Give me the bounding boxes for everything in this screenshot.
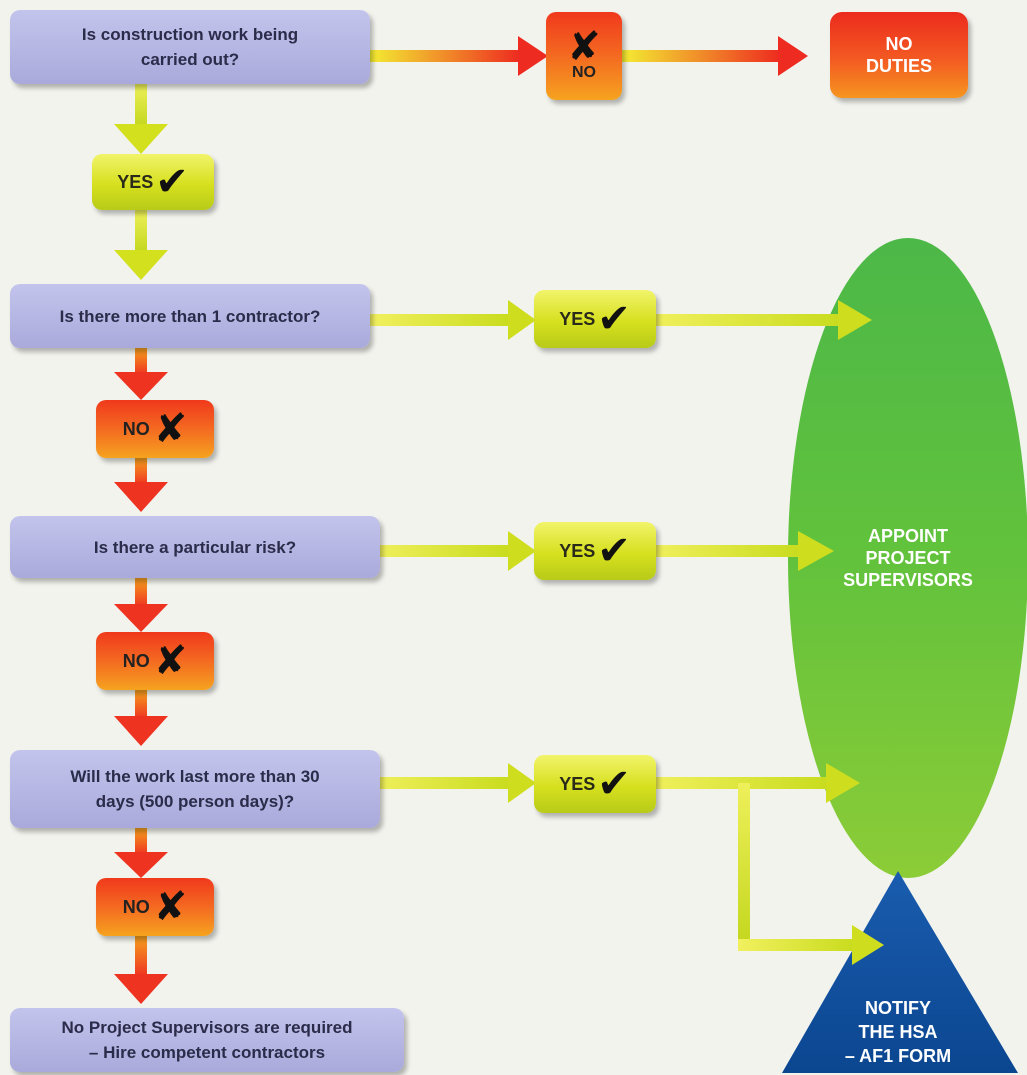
cross-mark-icon: ✘ — [153, 407, 188, 451]
cross-mark-icon: ✘ — [153, 639, 188, 683]
arrow-q1-no — [370, 36, 548, 76]
answer-no-q2: NO ✘ — [96, 400, 214, 458]
no-label: NO — [572, 64, 596, 81]
arrow-q3-no-down — [114, 578, 168, 632]
cross-mark-icon: ✘ — [567, 25, 601, 69]
answer-no-q1: ✘ NO — [546, 12, 622, 100]
check-mark-icon: ✔ — [155, 160, 189, 204]
arrow-q3-yes — [370, 531, 536, 571]
question-particular-risk: Is there a particular risk? — [10, 516, 380, 578]
answer-yes-q1: YES ✔ — [92, 154, 214, 210]
check-mark-icon: ✔ — [597, 529, 631, 573]
answer-yes-q4: YES ✔ — [534, 755, 656, 813]
arrow-no-duties — [622, 36, 808, 76]
arrow-q2-yes — [370, 300, 536, 340]
no-label: NO — [122, 650, 150, 671]
yes-label: YES — [559, 308, 596, 329]
check-mark-icon: ✔ — [597, 297, 631, 341]
answer-no-q3: NO ✘ — [96, 632, 214, 690]
question-construction-work: Is construction work being carried out? — [10, 10, 370, 84]
no-label: NO — [122, 418, 150, 439]
answer-yes-q2: YES ✔ — [534, 290, 656, 348]
question-more-than-one-contractor: Is there more than 1 contractor? — [10, 284, 370, 348]
yes-label: YES — [559, 773, 596, 794]
yes-label: YES — [559, 540, 596, 561]
outcome-notify-hsa: NOTIFY THE HSA – AF1 FORM — [844, 998, 952, 1066]
yes-label: YES — [117, 171, 154, 192]
final-no-project-supervisors: No Project Supervisors are required – Hi… — [10, 1008, 404, 1072]
notify-triangle — [782, 871, 1018, 1073]
arrow-no-final-down — [114, 936, 168, 1004]
arrow-yes-q2-down — [114, 210, 168, 280]
arrow-q2-appoint — [650, 300, 872, 340]
answer-no-q4: NO ✘ — [96, 878, 214, 936]
arrow-q1-yes-down — [114, 84, 168, 154]
arrow-q2-no-down — [114, 348, 168, 400]
arrow-q4-appoint — [650, 763, 860, 803]
check-mark-icon: ✔ — [597, 762, 631, 806]
answer-yes-q3: YES ✔ — [534, 522, 656, 580]
arrow-q4-notify — [738, 783, 884, 965]
arrow-q3-appoint — [650, 531, 834, 571]
outcome-no-duties: NO DUTIES — [830, 12, 968, 98]
appoint-ellipse — [788, 238, 1027, 878]
outcome-appoint-project-supervisors: APPOINT PROJECT SUPERVISORS — [843, 526, 973, 590]
arrow-q4-yes — [370, 763, 536, 803]
no-label: NO — [122, 896, 150, 917]
arrow-no-q4-down — [114, 690, 168, 746]
arrow-no-q3-down — [114, 458, 168, 512]
cross-mark-icon: ✘ — [153, 885, 188, 929]
question-work-duration: Will the work last more than 30 days (50… — [10, 750, 380, 828]
arrow-q4-no-down — [114, 828, 168, 878]
